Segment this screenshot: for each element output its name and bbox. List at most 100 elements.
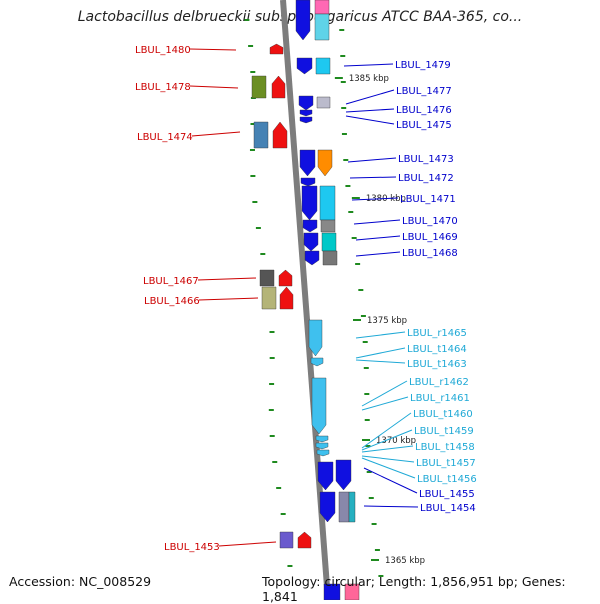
gene-block — [271, 75, 286, 99]
gene-leader-line — [345, 115, 395, 125]
gene-block — [310, 357, 324, 367]
gene-leader-line — [189, 48, 237, 51]
accession-text: Accession: NC_008529 — [9, 574, 152, 589]
gene-leader-line — [361, 457, 416, 479]
gene-leader-line — [343, 63, 394, 67]
kbp-label: 1375 kbp — [367, 316, 407, 326]
gene-label-rna: LBUL_t1463 — [407, 359, 467, 370]
gene-block — [300, 177, 316, 187]
gene-label-right: LBUL_1468 — [402, 248, 458, 259]
gene-label-right: LBUL_1455 — [419, 489, 475, 500]
gene-block — [344, 583, 360, 600]
gene-block — [297, 531, 312, 549]
gene-leader-line — [361, 412, 412, 449]
gene-leader-line — [355, 251, 401, 257]
gene-label-rna: LBUL_t1459 — [414, 426, 474, 437]
gene-label-left: LBUL_1474 — [137, 132, 193, 143]
gene-block — [317, 149, 333, 177]
gene-label-right: LBUL_1454 — [420, 503, 476, 514]
gene-label-left: LBUL_1453 — [164, 542, 220, 553]
gene-block — [303, 232, 319, 252]
gene-block — [319, 185, 336, 221]
gene-label-left: LBUL_1480 — [135, 45, 191, 56]
gene-label-right: LBUL_1479 — [395, 60, 451, 71]
gene-block — [261, 286, 277, 310]
gene-block — [278, 269, 293, 287]
gene-block — [302, 219, 318, 233]
gene-label-rna: LBUL_t1456 — [417, 474, 477, 485]
gene-leader-line — [363, 467, 418, 494]
gene-leader-line — [361, 455, 415, 463]
gene-label-right: LBUL_1475 — [396, 120, 452, 131]
kbp-label: 1370 kbp — [376, 436, 416, 446]
gene-block — [272, 121, 288, 149]
gene-leader-line — [198, 297, 259, 301]
gene-label-rna: LBUL_r1462 — [409, 377, 469, 388]
gene-label-rna: LBUL_t1460 — [413, 409, 473, 420]
gene-block — [259, 269, 275, 287]
gene-block — [301, 185, 318, 221]
gene-block — [321, 232, 337, 252]
gene-label-left: LBUL_1466 — [144, 296, 200, 307]
gene-block — [348, 491, 356, 523]
gene-block — [320, 219, 336, 233]
gene-block — [251, 75, 267, 99]
gene-label-rna: LBUL_t1464 — [407, 344, 467, 355]
gene-leader-line — [189, 85, 239, 89]
kbp-label: 1385 kbp — [349, 74, 389, 84]
gene-block — [315, 57, 331, 75]
gene-block — [316, 96, 331, 109]
gene-block — [338, 491, 350, 523]
gene-leader-line — [345, 89, 395, 105]
gene-block — [314, 0, 330, 15]
gene-block — [295, 0, 311, 41]
gene-leader-line — [361, 445, 414, 453]
gene-label-right: LBUL_1473 — [398, 154, 454, 165]
gene-leader-line — [218, 541, 277, 547]
gene-label-rna: LBUL_t1458 — [415, 442, 475, 453]
gene-label-right: LBUL_1476 — [396, 105, 452, 116]
gene-block — [269, 43, 284, 55]
gene-leader-line — [347, 157, 397, 163]
gene-block — [299, 109, 313, 117]
gene-block — [299, 116, 313, 124]
gene-leader-line — [355, 359, 406, 364]
gene-block — [314, 13, 330, 41]
gene-leader-line — [353, 219, 401, 225]
gene-label-rna: LBUL_r1461 — [410, 393, 470, 404]
gene-label-rna: LBUL_t1457 — [416, 458, 476, 469]
gene-label-rna: LBUL_r1465 — [407, 328, 467, 339]
gene-label-right: LBUL_1477 — [396, 86, 452, 97]
gene-block — [317, 461, 334, 491]
gene-block — [311, 377, 327, 435]
gene-label-right: LBUL_1470 — [402, 216, 458, 227]
gene-leader-line — [191, 131, 241, 137]
gene-label-right: LBUL_1471 — [400, 194, 456, 205]
gene-leader-line — [361, 429, 413, 451]
gene-label-right: LBUL_1469 — [402, 232, 458, 243]
gene-block — [304, 250, 320, 266]
gene-block — [316, 449, 330, 457]
gene-block — [296, 57, 313, 75]
gene-block — [315, 442, 329, 450]
gene-leader-line — [351, 197, 399, 201]
gene-leader-line — [345, 108, 395, 113]
gene-label-left: LBUL_1467 — [143, 276, 199, 287]
gene-block — [319, 491, 336, 523]
gene-leader-line — [197, 277, 257, 281]
gene-leader-line — [361, 396, 409, 411]
gene-block — [323, 583, 341, 600]
gene-label-right: LBUL_1472 — [398, 173, 454, 184]
gene-block — [315, 435, 329, 443]
gene-block — [298, 95, 314, 111]
gene-leader-line — [355, 235, 401, 241]
gene-block — [335, 459, 352, 491]
gene-block — [253, 121, 269, 149]
gene-leader-line — [355, 347, 406, 359]
gene-label-left: LBUL_1478 — [135, 82, 191, 93]
gene-leader-line — [349, 176, 397, 179]
gene-block — [279, 286, 294, 310]
kbp-label: 1365 kbp — [385, 556, 425, 566]
gene-block — [279, 531, 294, 549]
